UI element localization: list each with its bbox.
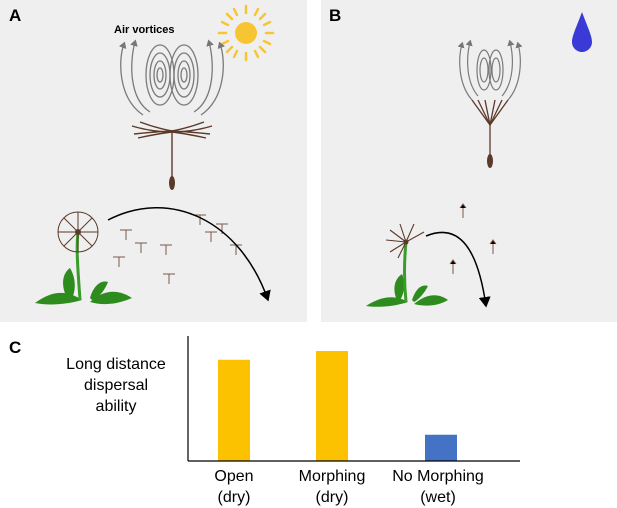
floating-seeds-a bbox=[113, 214, 242, 284]
dandelion-plant-b bbox=[366, 223, 448, 307]
chart-ylabel: Long distance dispersal ability bbox=[48, 354, 184, 417]
panel-c-label: C bbox=[9, 338, 22, 357]
panel-b-label: B bbox=[329, 6, 342, 25]
trajectory-arrow-b bbox=[425, 231, 491, 308]
air-vortex-diagram-a bbox=[118, 39, 226, 116]
chart-bar-no-morphing bbox=[425, 434, 457, 461]
floating-seeds-b bbox=[449, 203, 497, 274]
panel-a-label: A bbox=[9, 6, 22, 25]
chart-xtick-no-morphing-line-1: No Morphing bbox=[392, 468, 484, 485]
dandelion-plant-a bbox=[35, 211, 132, 305]
chart-xtick-open-line-2: (dry) bbox=[217, 489, 251, 506]
chart-xtick-open: Open (dry) bbox=[190, 466, 278, 508]
seed-closed-b bbox=[471, 99, 509, 168]
chart-xtick-morphing-line-2: (dry) bbox=[315, 489, 349, 506]
chart-ylabel-line-3: ability bbox=[95, 398, 137, 415]
chart-bar-open bbox=[218, 359, 250, 461]
air-vortex-diagram-b bbox=[457, 39, 523, 101]
sun-icon bbox=[217, 4, 275, 62]
air-vortices-label: Air vortices bbox=[114, 24, 175, 36]
chart-ylabel-line-2: dispersal bbox=[83, 377, 149, 394]
seed-open-a bbox=[131, 121, 213, 190]
water-drop-icon bbox=[572, 12, 592, 52]
chart-xtick-no-morphing: No Morphing (wet) bbox=[376, 466, 500, 508]
chart-ylabel-line-1: Long distance bbox=[66, 356, 166, 373]
chart-xtick-open-line-1: Open bbox=[214, 468, 254, 485]
trajectory-arrow-a bbox=[107, 207, 271, 302]
chart-xtick-morphing-line-1: Morphing bbox=[298, 468, 366, 485]
chart-xtick-morphing: Morphing (dry) bbox=[282, 466, 382, 508]
panel-b bbox=[321, 0, 617, 322]
chart-xtick-no-morphing-line-2: (wet) bbox=[420, 489, 456, 506]
chart-bar-morphing bbox=[316, 351, 348, 461]
dispersal-bar-chart bbox=[187, 336, 520, 462]
